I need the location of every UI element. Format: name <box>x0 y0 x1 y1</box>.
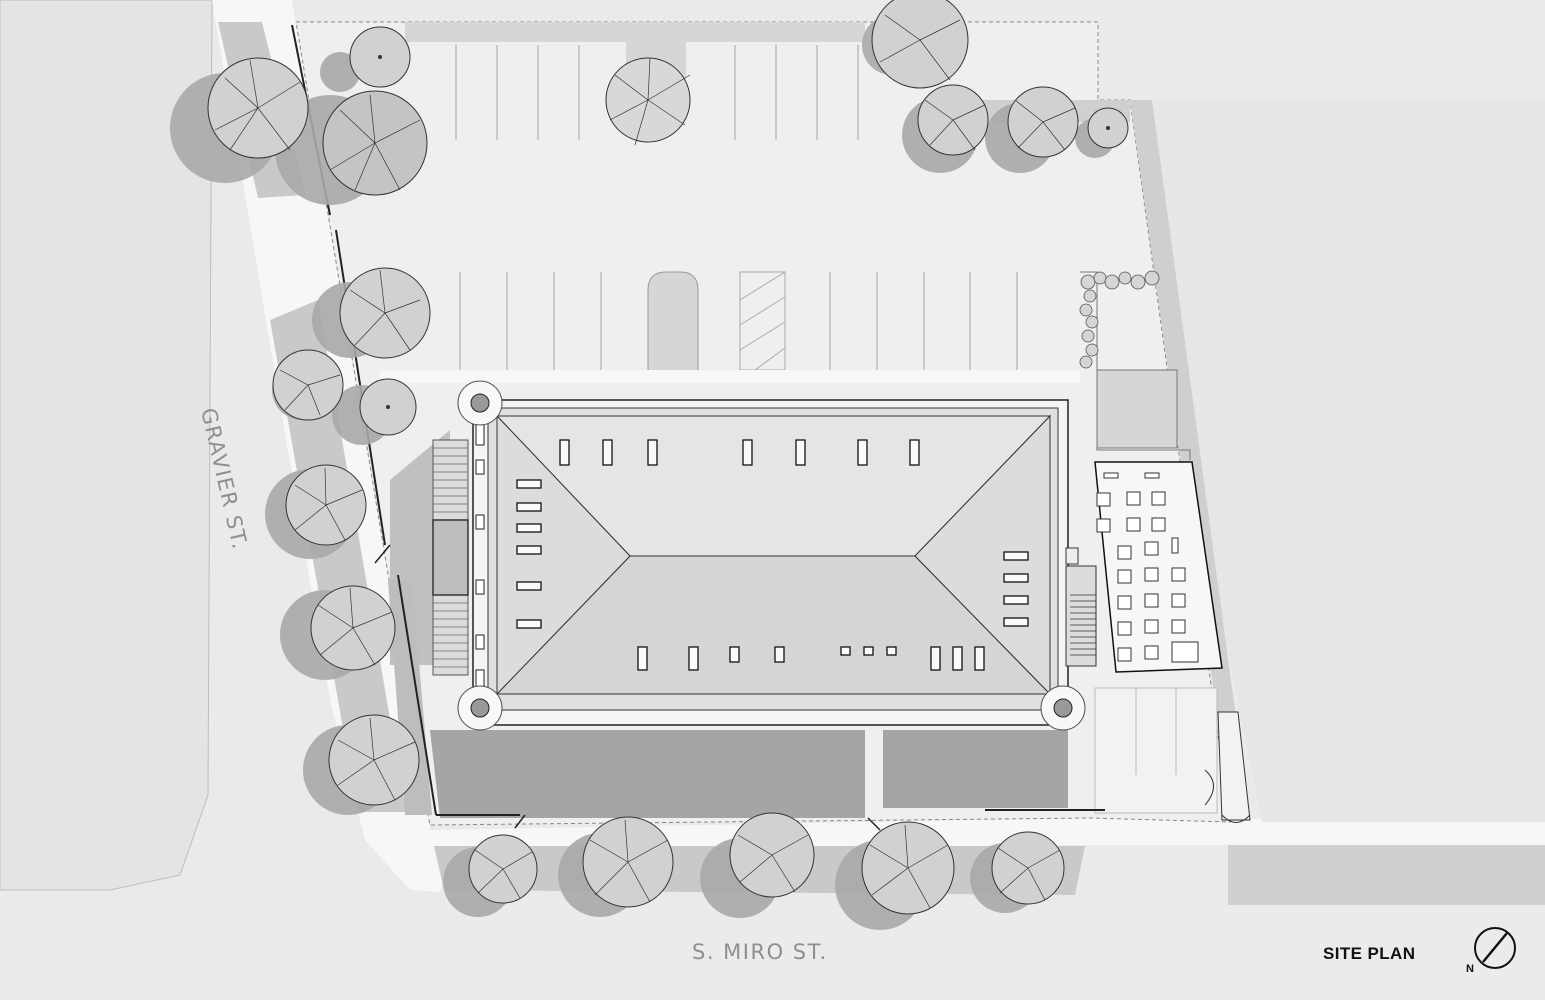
north-arrow-icon <box>1474 927 1516 969</box>
tree-branches <box>214 14 1076 909</box>
gate-west <box>374 544 391 564</box>
neighbor-lot <box>1130 100 1545 822</box>
north-label: N <box>1466 963 1474 975</box>
east-planter <box>1096 369 1178 449</box>
gate-south <box>514 814 526 829</box>
east-stair <box>1065 547 1097 667</box>
drawing-title: SITE PLAN <box>1323 944 1415 963</box>
corner-turrets <box>457 380 1086 731</box>
west-porch <box>432 439 469 676</box>
building-shadow-south-east <box>883 730 1068 808</box>
roof-skylights <box>516 439 1029 671</box>
shrub-hedge <box>1079 270 1160 369</box>
street-label-miro: S. MIRO ST. <box>692 940 828 964</box>
gate-south-east <box>867 817 881 831</box>
parking-stalls-north <box>455 45 859 140</box>
east-service-area <box>1094 687 1251 823</box>
planting-strip-west <box>270 300 406 812</box>
parking-island-middle <box>647 271 699 370</box>
tree-trunks <box>378 55 1110 409</box>
gravier-street-roadway <box>0 0 213 891</box>
east-planter-edge <box>1080 271 1191 460</box>
patio-seating <box>1094 461 1223 673</box>
neighbor-green-strip <box>1228 845 1545 905</box>
ramp-west <box>388 580 432 815</box>
parking-stalls-middle <box>459 272 1018 370</box>
walkway-north <box>380 370 1080 383</box>
miro-street-roadway <box>0 905 1545 1000</box>
building <box>457 380 1086 731</box>
building-shadow-south-west <box>430 730 865 818</box>
parking-curb-north <box>405 22 865 42</box>
